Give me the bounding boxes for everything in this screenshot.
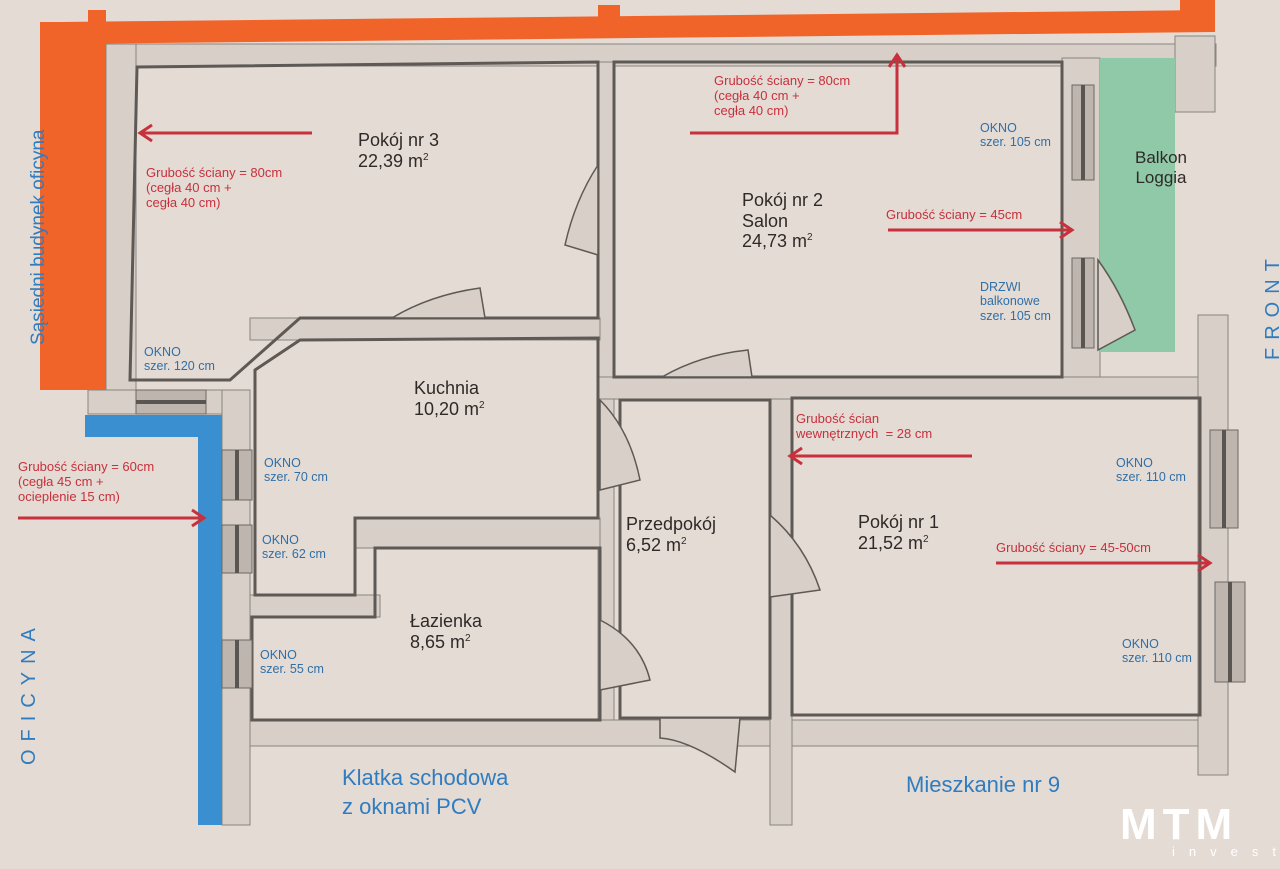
insulated-wall-blue: [85, 415, 222, 825]
wall-note: Grubość ściany = 80cm (cegła 40 cm + ceg…: [146, 165, 283, 210]
window-label: OKNO szer. 70 cm: [264, 456, 328, 485]
door-label: DRZWI balkonowe szer. 105 cm: [980, 280, 1051, 323]
unit-sup: 2: [423, 151, 429, 163]
front-label: FRONT: [1262, 251, 1280, 360]
room-area: 8,65 m: [410, 631, 466, 652]
unit-sup: 2: [465, 632, 471, 644]
room-outline-lazienka: [250, 546, 602, 722]
room-outline-pokoj-1: [790, 396, 1202, 717]
room-area: 22,39 m: [358, 150, 424, 171]
room-area: 10,20 m: [414, 398, 480, 419]
window-label: OKNO szer. 55 cm: [260, 648, 324, 677]
room-name: Kuchnia: [414, 378, 480, 398]
room-name: Łazienka: [410, 611, 483, 631]
logo-name: MTM: [1120, 800, 1239, 849]
room-name: Pokój nr 2 Salon: [742, 190, 824, 231]
window-label: OKNO szer. 120 cm: [144, 345, 215, 374]
neighbor-flat-label: Mieszkanie nr 9: [906, 772, 1061, 797]
room-area: 24,73 m: [742, 231, 808, 252]
wall-note: Grubość ściany = 45-50cm: [996, 540, 1151, 555]
wall-note: Grubość ściany = 80cm (cegła 40 cm + ceg…: [714, 73, 851, 118]
external-wall-orange: [40, 0, 1215, 390]
room-name: Przedpokój: [626, 514, 717, 534]
wall-note: Grubość ściany = 60cm (cegła 45 cm + oci…: [18, 459, 155, 504]
logo-sub: invest: [1172, 844, 1280, 859]
left-building-label: Sąsiedni budynek oficyna: [28, 129, 49, 345]
room-outline-pokoj-3: [128, 60, 600, 382]
unit-sup: 2: [807, 232, 813, 244]
window-label: OKNO szer. 62 cm: [262, 533, 326, 562]
unit-sup: 2: [923, 533, 929, 545]
wall-note: Grubość ściany = 45cm: [886, 207, 1023, 222]
room-area: 21,52 m: [858, 532, 924, 553]
room-area: 6,52 m: [626, 534, 682, 555]
oficyna-label: OFICYNA: [18, 620, 40, 765]
room-outline-kuchnia: [253, 336, 600, 597]
wall-note: Grubość ścian wewnętrznych = 28 cm: [796, 411, 933, 441]
room-name: Pokój nr 1: [858, 512, 940, 532]
room-name: Pokój nr 3: [358, 130, 440, 150]
unit-sup: 2: [479, 399, 485, 411]
window-label: OKNO szer. 110 cm: [1116, 456, 1186, 485]
unit-sup: 2: [681, 535, 687, 547]
window-label: OKNO szer. 105 cm: [980, 121, 1051, 150]
room-balkon: Balkon Loggia: [1135, 148, 1187, 187]
window-label: OKNO szer. 110 cm: [1122, 637, 1192, 666]
stairs-label: Klatka schodowa z oknami PCV: [342, 765, 509, 819]
room-outline-salon: [612, 60, 1064, 379]
